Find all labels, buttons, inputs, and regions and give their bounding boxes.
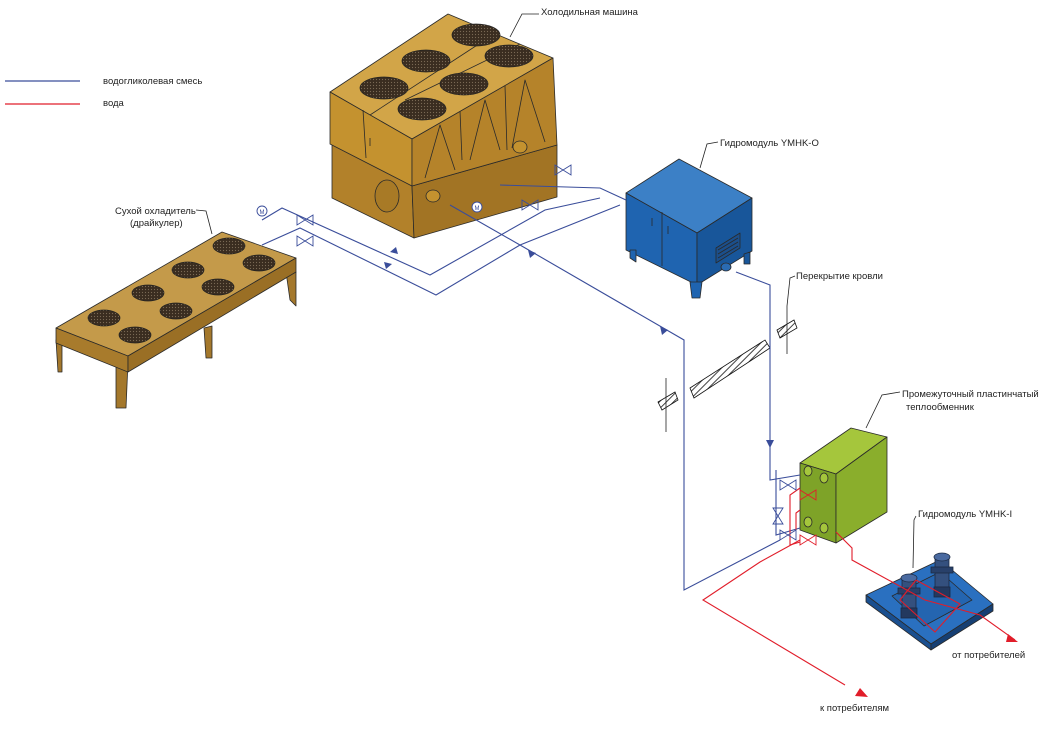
chiller-fan-5	[359, 76, 409, 100]
flow-arrow-icon	[766, 440, 774, 448]
valve-icon	[772, 507, 784, 525]
dry-cooler-fan-3	[171, 261, 205, 279]
hydromodule-i-unit	[865, 552, 994, 651]
dry-cooler-fan-6	[159, 302, 193, 320]
roof-slab	[657, 306, 798, 432]
flow-arrow-icon	[384, 262, 392, 269]
valve-icon	[296, 214, 314, 226]
flow-arrow-icon	[390, 247, 398, 254]
flow-arrow-icon	[660, 326, 668, 335]
dry-cooler-fan-8	[118, 326, 152, 344]
chiller-unit	[329, 13, 558, 239]
chiller-label: Холодильная машина	[541, 7, 639, 18]
flow-arrow-icon	[528, 250, 536, 258]
glycol-pipes	[261, 184, 801, 591]
chiller-fan-6	[397, 97, 447, 121]
svg-text:M: M	[475, 206, 480, 212]
heat-exchanger-label-line1: Промежуточный пластинчатый	[902, 389, 1039, 400]
chiller-fan-4	[439, 72, 489, 96]
valve-icon	[296, 235, 314, 247]
hydromodule-o-label: Гидромодуль YMHK-O	[720, 138, 819, 149]
heat-exchanger-unit	[799, 427, 888, 544]
chiller-fan-3	[401, 49, 451, 73]
dry-cooler-fan-2	[242, 254, 276, 272]
to-consumers-label: к потребителям	[820, 703, 889, 714]
motor-valve-icon: M	[471, 201, 483, 213]
dry-cooler-label-line1: Сухой охладитель	[115, 206, 196, 217]
dry-cooler-fan-5	[131, 284, 165, 302]
chiller-fan-2	[484, 44, 534, 68]
chiller-fan-1	[451, 23, 501, 47]
svg-text:M: M	[260, 210, 265, 216]
heat-exchanger-label-line2: теплообменник	[906, 402, 975, 413]
dry-cooler-fan-7	[87, 309, 121, 327]
motor-valve-icon: M	[256, 205, 268, 217]
legend-label-glycol: водогликолевая смесь	[103, 76, 202, 87]
hydromodule-o-unit	[625, 158, 753, 299]
valve-icon	[521, 199, 539, 211]
pump-2	[930, 552, 954, 598]
valve-icon	[554, 164, 572, 176]
water-pipes	[701, 487, 1018, 697]
legend-label-water: вода	[103, 98, 125, 109]
dry-cooler-unit	[55, 231, 297, 409]
from-consumers-label: от потребителей	[952, 650, 1025, 661]
valve-icon	[799, 534, 817, 546]
dry-cooler-fan-4	[201, 278, 235, 296]
valve-icon	[799, 489, 817, 501]
valves: M M	[256, 164, 817, 546]
hydromodule-i-label: Гидромодуль YMHK-I	[918, 509, 1012, 520]
dry-cooler-fan-1	[212, 237, 246, 255]
roof-label: Перекрытие кровли	[796, 271, 883, 282]
dry-cooler-label-line2: (драйкулер)	[130, 218, 183, 229]
valve-icon	[779, 529, 797, 541]
legend: водогликолевая смесь вода	[5, 76, 202, 109]
valve-icon	[779, 479, 797, 491]
